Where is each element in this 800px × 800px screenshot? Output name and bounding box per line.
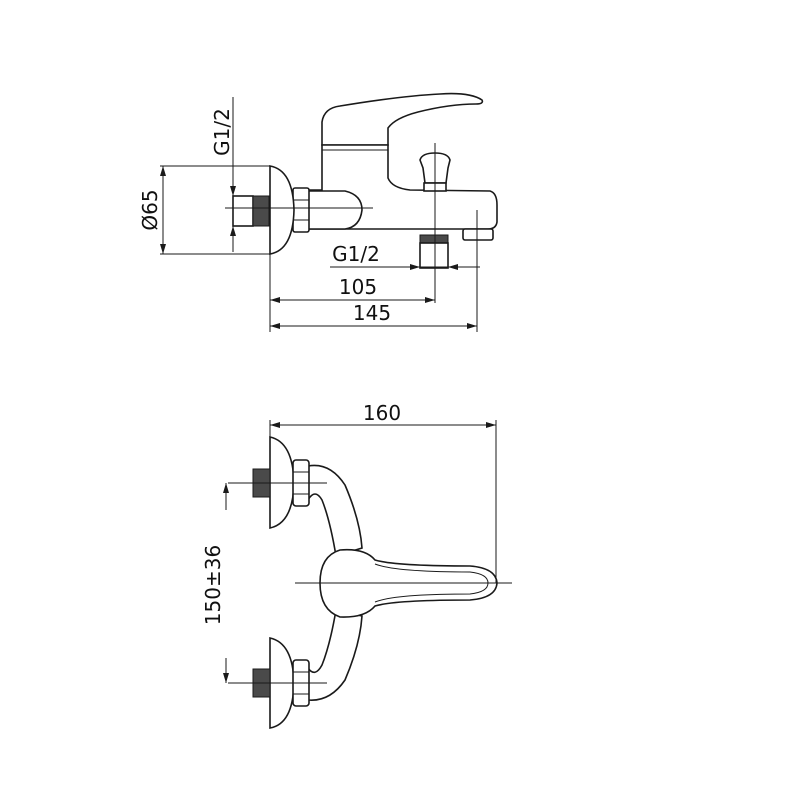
inlet-thread-label: G1/2 <box>210 108 234 156</box>
inlet-thread <box>252 195 270 227</box>
label-background <box>214 510 238 658</box>
nut <box>292 187 310 233</box>
top-view: 160 150±36 <box>201 401 512 729</box>
side-view: Ø65 G1/2 G1/2 105 145 <box>138 92 498 332</box>
wall-flange <box>269 165 295 255</box>
lever-reach-label: 160 <box>363 401 401 425</box>
inlet-fitting <box>232 195 254 227</box>
upper-arm <box>307 464 363 558</box>
outlet-thread-label: G1/2 <box>332 242 380 266</box>
outlet-thread <box>419 234 449 244</box>
flange-diameter-label: Ø65 <box>138 189 162 230</box>
total-depth-label: 145 <box>353 301 391 325</box>
inlet-spacing-label: 150±36 <box>201 545 225 625</box>
lower-arm <box>307 609 363 701</box>
inlet-pipe <box>307 190 363 230</box>
outlet-fitting <box>419 242 449 269</box>
aerator <box>462 228 494 241</box>
lever <box>321 92 484 146</box>
diverter-distance-label: 105 <box>339 275 377 299</box>
